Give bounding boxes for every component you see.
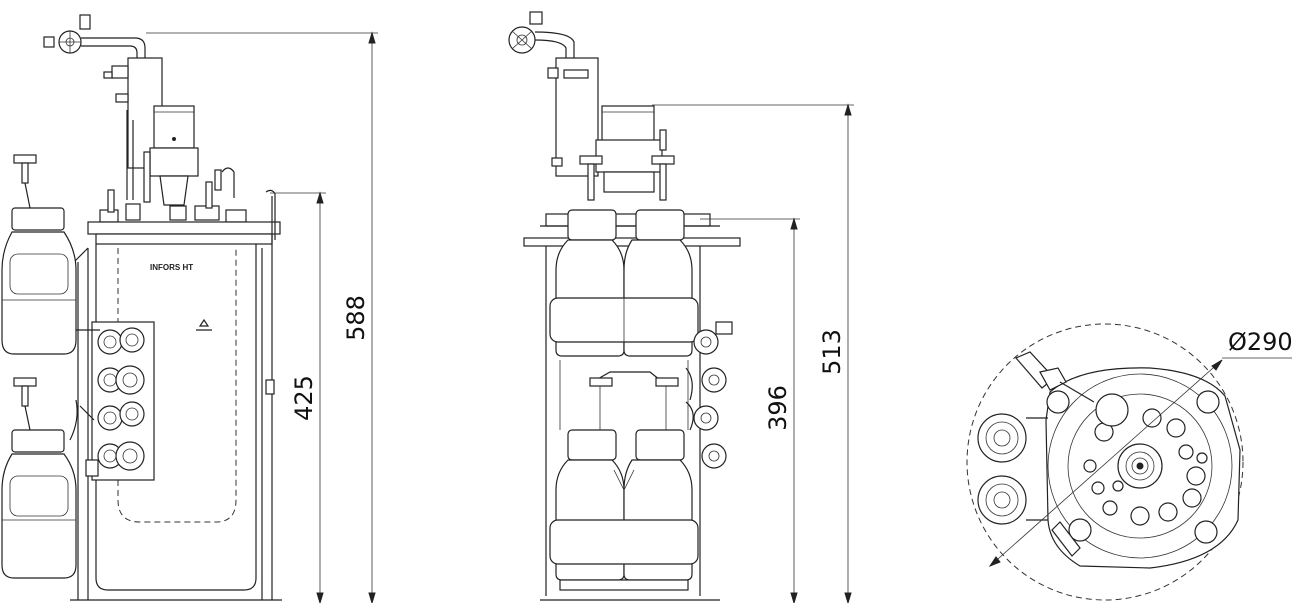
front-pumps <box>685 321 733 469</box>
front-dimension-396-label: 396 <box>764 385 792 431</box>
side-dimension-425-label: 425 <box>290 375 318 421</box>
top-bottle-stub <box>1015 351 1095 557</box>
side-fitting <box>111 65 129 79</box>
top-outer-circle <box>966 323 1244 601</box>
side-head-plate <box>87 221 281 235</box>
front-bottles-upper <box>549 209 699 357</box>
front-dimension-513: 513 <box>652 103 854 603</box>
top-ports <box>1083 393 1208 526</box>
side-frame-right <box>261 196 273 600</box>
front-handwheel <box>508 11 575 58</box>
side-view: INFORS HT <box>1 14 378 603</box>
front-dimension-396: 396 <box>700 217 800 603</box>
front-view: 513 396 <box>508 11 854 603</box>
side-head-fittings <box>99 181 247 223</box>
front-bottles-lower <box>549 429 699 581</box>
side-brand-label: INFORS HT <box>150 263 193 272</box>
side-bottle-upper <box>1 154 100 355</box>
side-vessel-inner <box>117 248 237 523</box>
top-view: Ø290 <box>966 323 1293 601</box>
front-dimension-513-label: 513 <box>818 329 846 375</box>
side-bottle-lower <box>1 377 95 579</box>
side-motor-flange <box>149 147 199 177</box>
side-frame-left <box>77 248 89 600</box>
top-diameter-dimension: Ø290 <box>988 328 1293 568</box>
side-handwheel <box>43 14 146 60</box>
top-diameter-label: Ø290 <box>1228 328 1293 356</box>
side-dimension-588-label: 588 <box>342 295 370 341</box>
top-pump-heads <box>977 413 1048 525</box>
side-vessel <box>95 244 257 591</box>
side-dimension-425: 425 <box>270 191 326 603</box>
side-dimension-588: 588 <box>146 31 378 603</box>
side-pumps <box>85 327 145 477</box>
